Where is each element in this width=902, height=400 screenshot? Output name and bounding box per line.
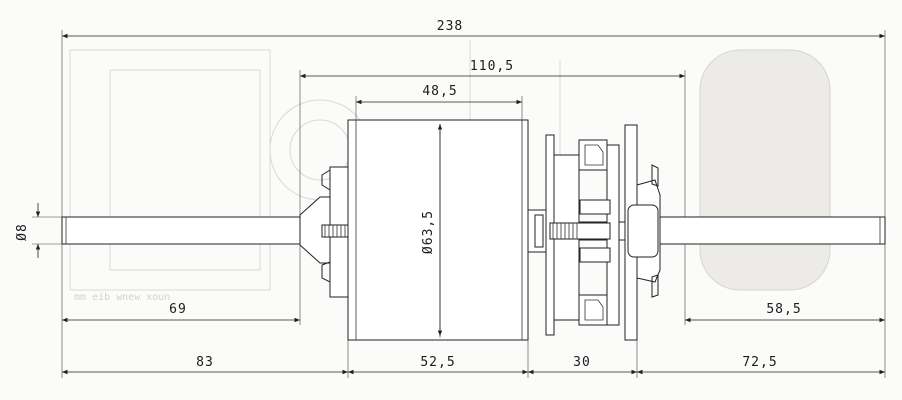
motor-body xyxy=(347,119,529,341)
dim-right-shaft: 58,5 xyxy=(684,244,886,378)
ghost-watermark-text: mm eib wnew xoun xyxy=(74,292,170,303)
dim-body-top-label: 48,5 xyxy=(422,84,457,99)
dim-inner-span-label: 110,5 xyxy=(470,59,514,74)
left-flange xyxy=(299,166,351,298)
coupling xyxy=(527,209,547,253)
dim-left-shaft-label: 69 xyxy=(169,302,187,317)
dim-gap-segment-label: 30 xyxy=(573,355,591,370)
dim-shaft-diameter: Ø8 xyxy=(15,203,62,258)
dim-overall-label: 238 xyxy=(437,19,463,34)
dim-body-diameter-label: Ø63,5 xyxy=(421,210,436,254)
dim-right-shaft-label: 58,5 xyxy=(766,302,801,317)
dim-inner-span: 110,5 xyxy=(299,59,686,217)
dim-shaft-diameter-label: Ø8 xyxy=(15,223,30,241)
dim-left-segment-label: 83 xyxy=(196,355,214,370)
dim-body-top: 48,5 xyxy=(355,84,523,120)
dim-left-shaft: 69 xyxy=(61,244,301,325)
dim-overall: 238 xyxy=(61,19,886,217)
right-end-plate xyxy=(624,124,661,341)
rotor-assembly xyxy=(545,134,620,336)
dim-right-segment-label: 72,5 xyxy=(742,355,777,370)
dim-body-diameter: Ø63,5 xyxy=(421,124,443,336)
dim-bottom-chain: 83 52,5 30 72,5 xyxy=(61,325,885,378)
dim-body-segment-label: 52,5 xyxy=(420,355,455,370)
